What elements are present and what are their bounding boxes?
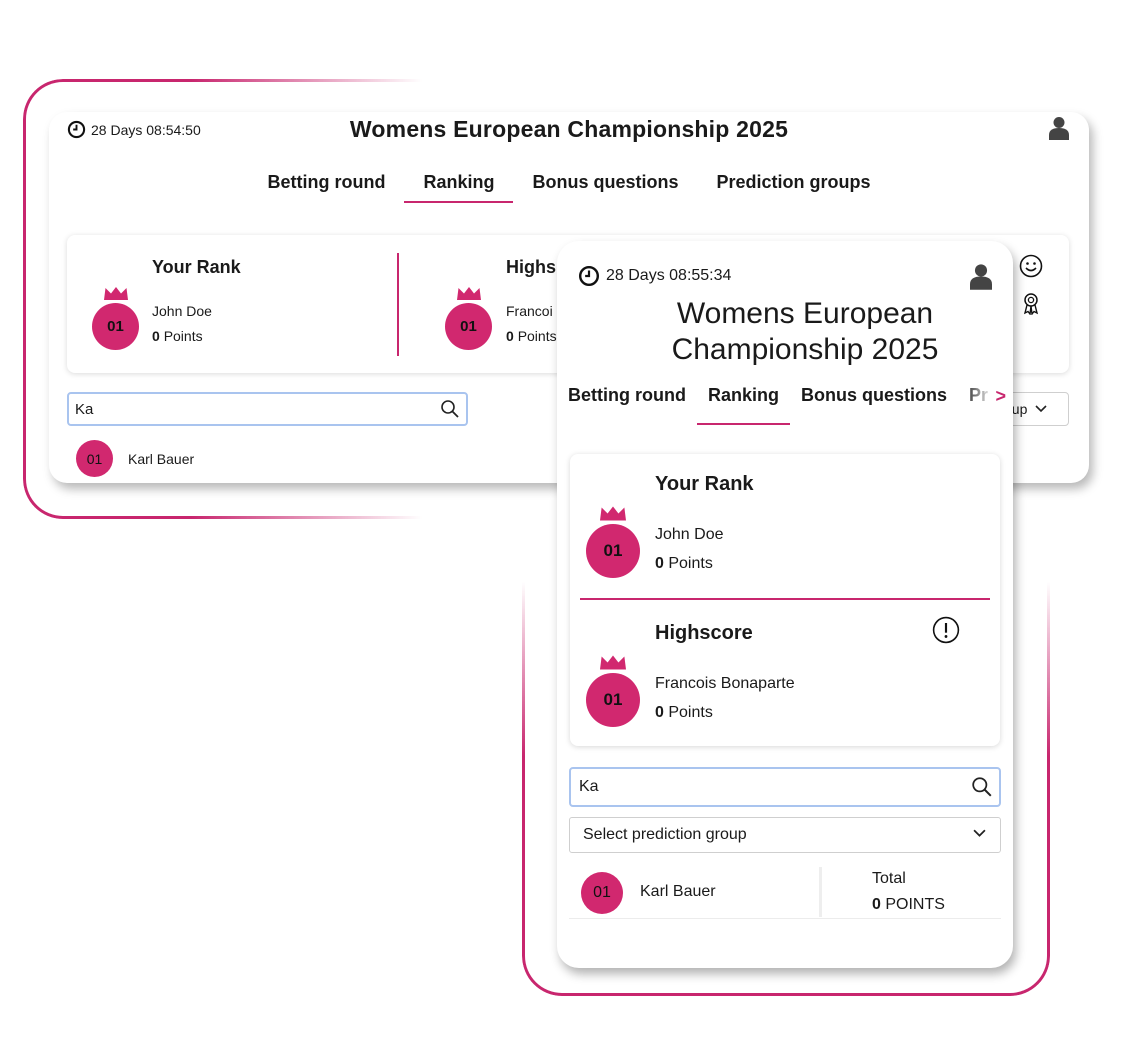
search-input[interactable]: Ka (67, 392, 468, 426)
column-separator (819, 867, 822, 917)
smiley-icon[interactable] (1019, 254, 1043, 278)
highscore-title: Highscore (655, 622, 753, 644)
your-rank-section: 01 Your Rank John Doe 0 Points (67, 235, 397, 373)
tab-bonus-questions[interactable]: Bonus questions (801, 385, 948, 405)
player-name: Karl Bauer (128, 450, 195, 467)
your-rank-title: Your Rank (152, 257, 241, 277)
search-icon[interactable] (971, 776, 993, 798)
page-title: Womens European Championship 2025 (671, 297, 939, 366)
rank-badge: 01 (586, 524, 640, 578)
your-rank-points: 0 Points (655, 555, 713, 572)
player-name: Karl Bauer (640, 883, 716, 900)
tab-ranking[interactable]: Ranking (404, 172, 514, 203)
rank-badge: 01 (92, 303, 139, 350)
mobile-window: 28 Days 08:55:34 Womens European Champio… (557, 241, 1013, 968)
tab-betting-round[interactable]: Betting round (267, 172, 386, 192)
countdown-timer: 28 Days 08:54:50 (67, 120, 201, 139)
search-value: Ka (579, 778, 599, 795)
countdown-timer: 28 Days 08:55:34 (578, 265, 731, 287)
highscore-title: Highs (506, 257, 557, 277)
search-icon[interactable] (440, 399, 460, 419)
your-rank-name: John Doe (152, 303, 212, 319)
rank-badge: 01 (445, 303, 492, 350)
highscore-name: Francois Bonaparte (655, 675, 795, 692)
select-value: Select prediction group (583, 826, 747, 843)
countdown-text: 28 Days 08:54:50 (91, 121, 201, 138)
tab-ranking[interactable]: Ranking (696, 385, 791, 425)
main-tabs: Betting round Ranking Bonus questions Pr… (49, 172, 1089, 203)
crown-icon (600, 506, 626, 521)
rank-badge: 01 (581, 872, 623, 914)
your-rank-points: 0 Points (152, 328, 203, 344)
search-value: Ka (75, 400, 94, 418)
highscore-points: 0 Points (655, 704, 713, 721)
crown-icon (457, 287, 481, 300)
list-item[interactable]: 01 Karl Bauer (76, 440, 194, 477)
total-label: Total (872, 870, 906, 887)
section-divider (397, 253, 399, 356)
tabs-fade (963, 385, 1013, 417)
user-icon[interactable] (970, 263, 992, 295)
tab-prediction-groups[interactable]: Prediction groups (716, 172, 871, 192)
chevron-down-icon (973, 829, 986, 837)
page-title: Womens European Championship 2025 (349, 116, 789, 142)
tab-betting-round[interactable]: Betting round (568, 385, 686, 405)
user-icon[interactable] (1049, 116, 1069, 145)
prediction-group-select[interactable]: Select prediction group (569, 817, 1001, 853)
crown-icon (104, 287, 128, 300)
total-points: 0 POINTS (872, 896, 945, 913)
your-rank-title: Your Rank (655, 473, 754, 495)
tab-bonus-questions[interactable]: Bonus questions (532, 172, 679, 192)
search-input[interactable]: Ka (569, 767, 1001, 807)
crown-icon (600, 655, 626, 670)
main-tabs: Betting round Ranking Bonus questions Pr (568, 385, 1013, 425)
tabs-scroll-right-button[interactable]: > (995, 386, 1006, 406)
clock-icon (67, 120, 86, 139)
highscore-section: 01 Highs Francoi 0 Points (399, 235, 579, 373)
section-divider (580, 598, 990, 600)
rank-badge: 01 (76, 440, 113, 477)
countdown-text: 28 Days 08:55:34 (606, 267, 732, 284)
highscore-points: 0 Points (506, 328, 557, 344)
chevron-down-icon (1035, 405, 1047, 413)
award-icon[interactable] (1022, 293, 1040, 315)
highscore-name: Francoi (506, 303, 553, 319)
your-rank-name: John Doe (655, 526, 724, 543)
rank-summary-card: 01 Your Rank John Doe 0 Points 01 Highsc… (570, 454, 1000, 746)
info-icon[interactable] (932, 616, 960, 644)
table-row[interactable]: 01 Karl Bauer Total 0 POINTS (569, 865, 1001, 919)
rank-badge: 01 (586, 673, 640, 727)
clock-icon (578, 265, 600, 287)
